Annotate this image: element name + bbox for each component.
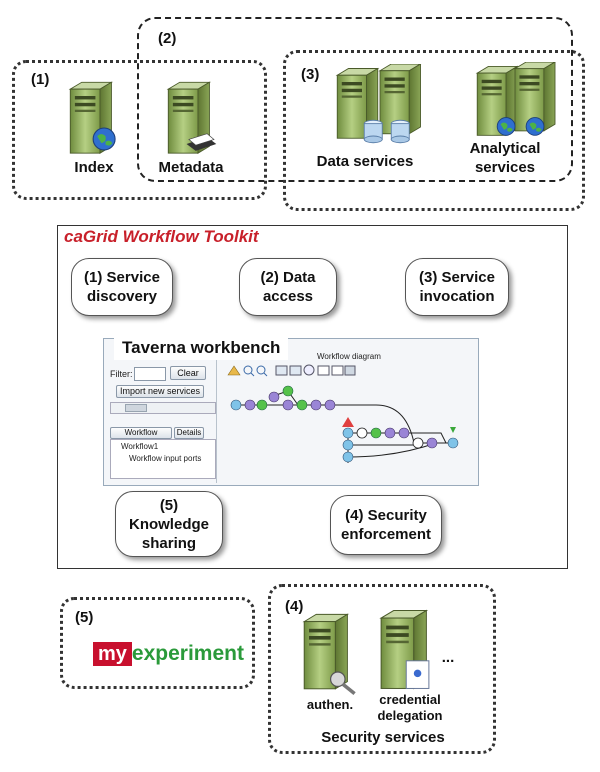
myexperiment-logo-my: my [93, 642, 132, 666]
details-tab[interactable]: Details [174, 427, 204, 439]
index-server-icon [69, 81, 116, 154]
workflow-diagram-tab[interactable]: Workflow diagram [317, 352, 381, 361]
clear-button[interactable]: Clear [170, 366, 206, 380]
group3-number: (3) [301, 66, 320, 83]
data-services-label: Data services [316, 153, 414, 170]
security-enforcement-capability: (4) Security enforcement [330, 495, 442, 555]
metadata-data-group-boundary [137, 17, 573, 182]
myexperiment-logo-experiment: experiment [131, 642, 244, 665]
taverna-left-panel: Filter: Clear Import new services Workfl… [108, 359, 217, 483]
group5-number: (5) [75, 609, 94, 626]
workflow-tree: Workflow1 Workflow input ports [110, 439, 216, 479]
ellipsis-more-services: ... [441, 649, 455, 666]
workflow-diagram-graph [230, 385, 459, 463]
tree-item-input-ports[interactable]: Workflow input ports [129, 454, 202, 463]
index-label: Index [74, 159, 114, 176]
credential-delegation-server-icon [380, 609, 430, 690]
import-new-services-button[interactable]: Import new services [116, 385, 204, 398]
taverna-workbench-window: Filter: Clear Import new services Workfl… [103, 338, 479, 486]
group4-number: (4) [285, 598, 304, 615]
filter-label: Filter: [110, 369, 133, 379]
knowledge-sharing-capability: (5) Knowledge sharing [115, 491, 223, 557]
group2-number: (2) [158, 30, 177, 47]
diagram-toolbar[interactable] [226, 363, 356, 379]
credential-delegation-label: credential delegation [377, 692, 443, 723]
myexperiment-group-boundary [60, 597, 255, 689]
metadata-label: Metadata [158, 159, 224, 176]
services-group-boundary [283, 50, 585, 211]
filter-input[interactable] [134, 367, 166, 381]
security-services-group-boundary [268, 584, 496, 754]
authen-label: authen. [306, 697, 354, 712]
data-access-capability: (2) Data access [239, 258, 337, 316]
toolkit-title: caGrid Workflow Toolkit [64, 227, 259, 246]
taverna-workbench-title: Taverna workbench [114, 336, 289, 360]
service-discovery-capability: (1) Service discovery [71, 258, 173, 316]
metadata-server-icon [167, 81, 217, 154]
data-services-server-icon [336, 64, 422, 144]
analytical-services-label: Analytical services [469, 140, 541, 176]
tree-item-workflow1[interactable]: Workflow1 [121, 442, 159, 451]
workflow-explorer-tab[interactable]: Workflow explorer [110, 427, 172, 447]
index-metadata-group-boundary [12, 60, 267, 200]
service-invocation-capability: (3) Service invocation [405, 258, 509, 316]
analytical-services-server-icon [476, 62, 556, 136]
authentication-server-icon [303, 613, 356, 696]
security-services-title: Security services [321, 729, 445, 746]
group1-number: (1) [31, 71, 50, 88]
services-scrollbar[interactable] [110, 402, 216, 414]
